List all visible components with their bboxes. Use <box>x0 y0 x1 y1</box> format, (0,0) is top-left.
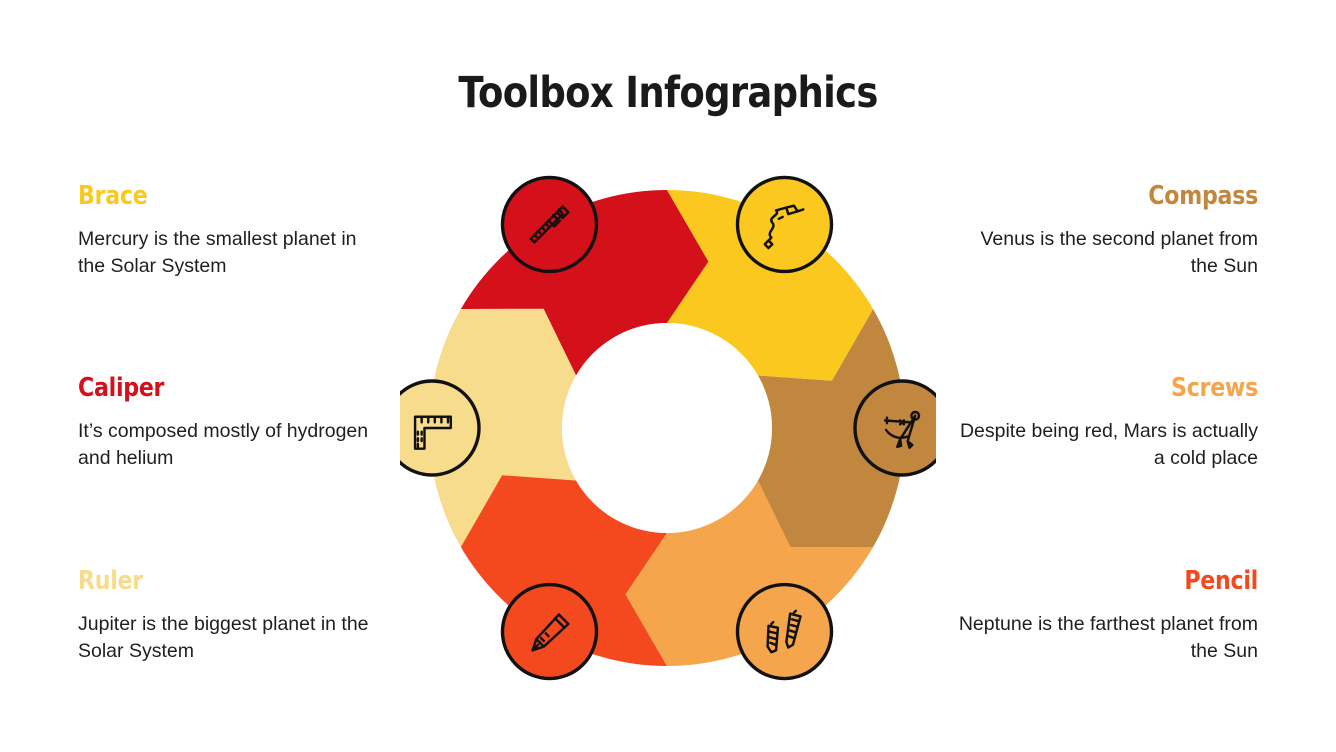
donut-icon-badges <box>400 175 936 681</box>
donut-segment-compass[interactable] <box>757 309 905 548</box>
info-block-caliper: Caliper It’s composed mostly of hydrogen… <box>78 373 378 471</box>
icon-badge-caliper[interactable] <box>500 175 599 274</box>
info-heading-brace: Brace <box>78 181 148 211</box>
icon-badge-circle-caliper <box>500 175 599 274</box>
info-heading-pencil: Pencil <box>1184 566 1258 596</box>
donut-chart <box>400 150 936 706</box>
info-body-compass: Venus is the second planet from the Sun <box>980 228 1258 277</box>
icon-badge-circle-pencil <box>500 582 599 681</box>
icon-badge-circle-compass <box>853 379 936 477</box>
info-body-pencil: Neptune is the farthest planet from the … <box>958 613 1258 662</box>
info-heading-ruler: Ruler <box>78 566 143 596</box>
icon-badge-screws[interactable] <box>735 582 834 681</box>
info-heading-screws: Screws <box>1171 373 1258 403</box>
compass-divider-icon <box>883 410 921 449</box>
info-body-caliper: It’s composed mostly of hydrogen and hel… <box>78 420 369 469</box>
icon-badge-brace[interactable] <box>735 175 834 274</box>
page-title: Toolbox Infographics <box>458 68 878 118</box>
donut-segment-ruler[interactable] <box>429 308 577 547</box>
info-block-ruler: Ruler Jupiter is the biggest planet in t… <box>78 566 378 664</box>
screws-icon <box>766 609 802 654</box>
caliper-icon <box>529 205 570 244</box>
pencil-icon <box>531 613 570 652</box>
donut-center-hole <box>562 323 772 533</box>
info-block-pencil: Pencil Neptune is the farthest planet fr… <box>958 566 1258 664</box>
info-body-brace: Mercury is the smallest planet in the So… <box>78 228 357 277</box>
info-block-screws: Screws Despite being red, Mars is actual… <box>958 373 1258 471</box>
donut-segments <box>429 190 905 666</box>
icon-badge-pencil[interactable] <box>500 582 599 681</box>
donut-segment-caliper[interactable] <box>460 190 709 376</box>
donut-segment-brace[interactable] <box>667 190 874 381</box>
icon-badge-circle-screws <box>735 582 834 681</box>
icon-badge-ruler[interactable] <box>400 379 481 477</box>
square-ruler-icon <box>413 415 453 450</box>
info-block-brace: Brace Mercury is the smallest planet in … <box>78 181 378 279</box>
donut-segment-screws[interactable] <box>625 480 874 667</box>
info-heading-compass: Compass <box>1148 181 1258 211</box>
info-body-ruler: Jupiter is the biggest planet in the Sol… <box>78 613 369 662</box>
donut-segment-pencil[interactable] <box>460 475 667 666</box>
donut-chart-svg <box>400 175 936 681</box>
info-body-screws: Despite being red, Mars is actually a co… <box>959 420 1258 469</box>
brace-drill-icon <box>763 204 805 250</box>
info-heading-caliper: Caliper <box>78 373 165 403</box>
icon-badge-circle-brace <box>735 175 834 274</box>
info-block-compass: Compass Venus is the second planet from … <box>958 181 1258 279</box>
icon-badge-compass[interactable] <box>853 379 936 477</box>
